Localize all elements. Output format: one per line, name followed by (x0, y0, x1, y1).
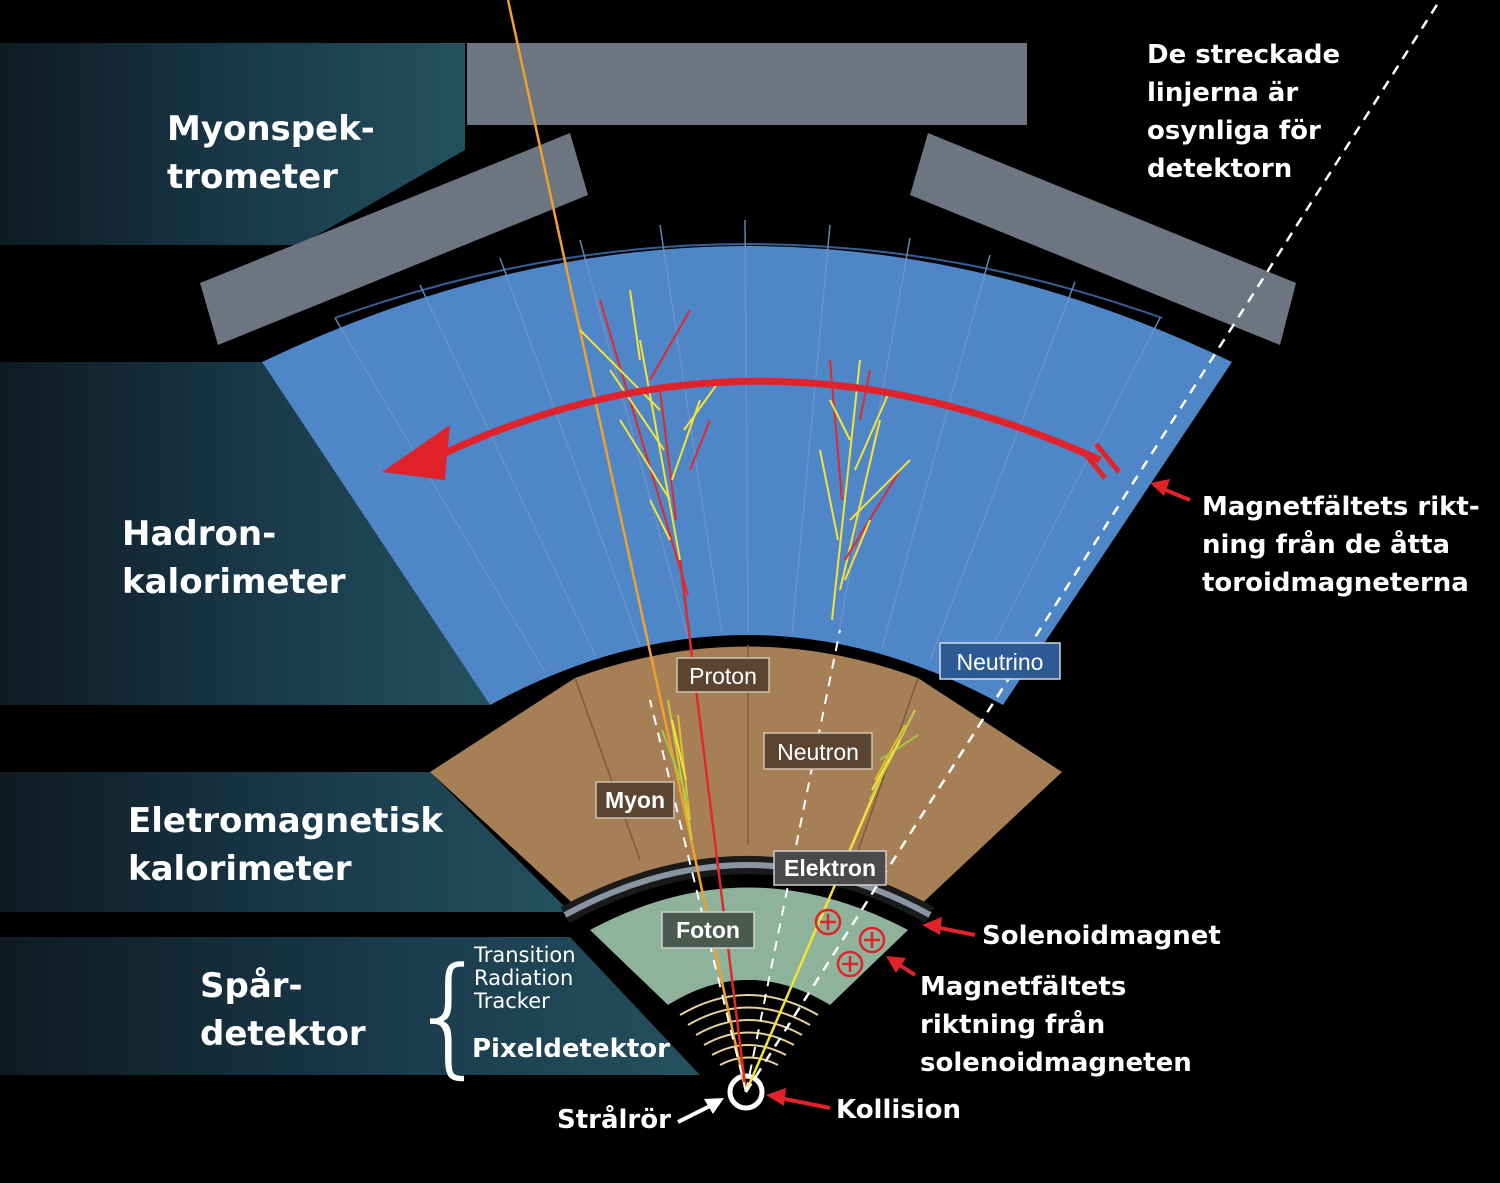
toroid-note-1: Magnetfältets rikt- (1202, 492, 1480, 522)
label-bands (0, 43, 700, 1075)
neutrino-label: Neutrino (957, 649, 1044, 675)
arrow-icon (766, 1088, 786, 1106)
band-tracker (0, 937, 700, 1075)
arrow-icon (922, 917, 942, 935)
notes: De streckade linjerna är osynliga för de… (557, 40, 1480, 1135)
hadron-shower-left (579, 289, 721, 596)
collision-note: Kollision (836, 1095, 961, 1125)
band-muon-spectrometer (0, 43, 465, 245)
dashed-note-2: linjerna är (1147, 78, 1298, 108)
solenoid-field-note-2: riktning från (920, 1008, 1105, 1040)
hadron-shower-right (819, 359, 911, 621)
solenoid-field-symbols (814, 908, 886, 978)
tracker-label-2: detektor (200, 1014, 366, 1054)
toroid-note-3: toroidmagneterna (1202, 568, 1469, 598)
muon-spectrometer-label-1: Myonspek- (167, 109, 375, 149)
pixel-label: Pixeldetektor (472, 1034, 670, 1064)
arrow-icon (704, 1098, 724, 1114)
field-plus-icon (836, 950, 864, 978)
em-shower-muon (661, 699, 693, 841)
em-calorimeter-label-2: kalorimeter (128, 849, 352, 889)
solenoid-note: Solenoidmagnet (982, 921, 1221, 951)
solenoid-field-note-1: Magnetfältets (920, 972, 1126, 1002)
photon-label: Foton (676, 917, 740, 943)
hadron-calorimeter-label-1: Hadron- (122, 514, 276, 554)
solenoid-field-note-3: solenoidmagneten (920, 1048, 1192, 1078)
muon-chamber-right (910, 133, 1296, 345)
hadron-calorimeter-label-2: kalorimeter (122, 562, 346, 602)
beam-pipe (727, 1073, 765, 1111)
brace-icon: { (408, 939, 491, 1091)
photon-track (649, 699, 747, 1093)
dashed-note-1: De streckade (1147, 40, 1340, 70)
toroid-note-2: ning från de åtta (1202, 528, 1450, 560)
trt-label-3: Tracker (473, 989, 550, 1013)
proton-track (678, 559, 748, 1093)
em-shower-electron (869, 709, 919, 801)
dashed-note-4: detektorn (1147, 154, 1292, 184)
muon-label: Myon (605, 787, 665, 813)
electron-track (744, 779, 882, 1093)
arrow-icon (886, 956, 906, 973)
electron-label: Elektron (784, 855, 876, 881)
field-plus-icon (858, 926, 886, 954)
muon-chamber-left (200, 133, 588, 345)
layer-labels: Myonspek- trometer Hadron- kalorimeter E… (122, 109, 670, 1091)
tracker-label-1: Spår- (200, 966, 303, 1006)
hadron-calorimeter (262, 219, 1232, 705)
muon-chamber-top (467, 43, 1027, 125)
trt-label-1: Transition (473, 943, 576, 967)
beam-pipe-note: Strålrör (557, 1103, 671, 1135)
arrow-icon (1150, 479, 1170, 496)
muon-chambers (200, 43, 1296, 345)
trt-label-2: Radiation (474, 966, 573, 990)
muon-track (506, 0, 748, 1093)
field-plus-icon (814, 908, 842, 936)
dashed-note-3: osynliga för (1147, 116, 1321, 146)
particle-labels: Proton Neutrino Neutron Myon Elektron Fo… (595, 642, 1061, 949)
band-em-calorimeter (0, 772, 570, 912)
em-calorimeter-label-1: Eletromagnetisk (128, 801, 444, 841)
neutron-label: Neutron (777, 739, 859, 765)
muon-spectrometer-label-2: trometer (167, 157, 338, 197)
toroid-field-arrow (382, 377, 1121, 480)
band-hadron-calorimeter (0, 362, 490, 705)
proton-label: Proton (689, 663, 757, 689)
